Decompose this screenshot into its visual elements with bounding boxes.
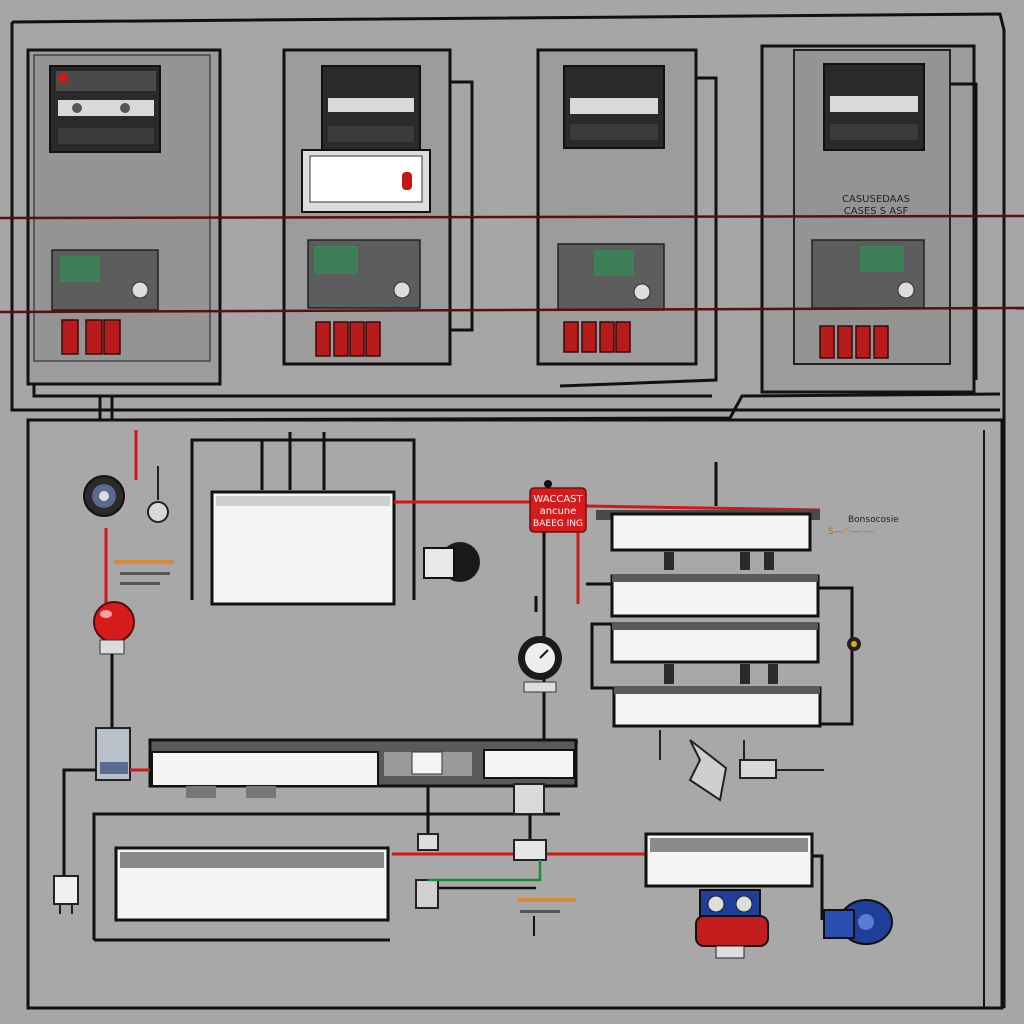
small-legend-bottom (518, 898, 576, 936)
circuit-board (51, 249, 159, 311)
controller-display (321, 65, 421, 151)
relay-icon (61, 319, 121, 355)
motor-icon (823, 899, 893, 945)
controller-display (823, 63, 925, 151)
center-wiring (426, 532, 546, 860)
gauge-icon (518, 636, 562, 693)
green-wire (428, 860, 542, 890)
horizontal-bus (0, 214, 1024, 314)
top-unit-2 (282, 48, 474, 366)
circuit-board (811, 239, 925, 309)
warning-tag-line-2: ancune (540, 506, 577, 517)
top-unit-3 (536, 48, 718, 388)
plug-icon (53, 875, 79, 914)
controller-display (563, 65, 665, 149)
side-caption-line-2: S—·'·—·—· (828, 527, 875, 537)
controller-display (49, 65, 161, 153)
side-caption: Bonsocosie S—·'·—·—· (828, 515, 899, 537)
drive-box (644, 832, 824, 920)
fitting-icon (415, 783, 547, 909)
pump-motor-icon (695, 889, 769, 959)
sensor-head-icon (423, 542, 480, 582)
warning-tag-line-3: BAEEG ING (533, 519, 583, 529)
unit-4-label-line-1: CASUSEDAAS (842, 194, 910, 205)
connector-icon (95, 727, 131, 781)
power-supply-box (114, 846, 390, 922)
valve-icon (659, 730, 824, 802)
lower-left-wiring (62, 768, 560, 942)
sensor-icon (147, 466, 169, 523)
motor-icon (83, 475, 125, 517)
unit-4-label-line-2: CASES S ASF (844, 206, 909, 217)
circuit-board (307, 239, 421, 309)
terminal-strip (148, 738, 578, 798)
warning-tag-line-1: WACCAST (533, 494, 583, 505)
relay-icon (819, 325, 889, 359)
control-block (190, 432, 416, 600)
indicator-panel (301, 149, 431, 213)
contactor-box (210, 490, 396, 606)
relay-icon (563, 321, 631, 353)
indicator-lamp-icon (847, 637, 861, 651)
small-legend-left (114, 560, 174, 585)
circuit-board (557, 243, 665, 311)
warning-tag: WACCAST ancune BAEEG ING (529, 480, 587, 533)
right-device-stack (596, 510, 822, 728)
top-unit-4: CASUSEDAAS CASES S ASF (760, 44, 978, 394)
side-caption-line-1: Bonsocosie (848, 515, 899, 525)
right-stack-wiring (586, 462, 854, 726)
relay-icon (315, 321, 381, 357)
upper-enclosure (10, 12, 1006, 1008)
pushbutton-icon (93, 601, 135, 730)
